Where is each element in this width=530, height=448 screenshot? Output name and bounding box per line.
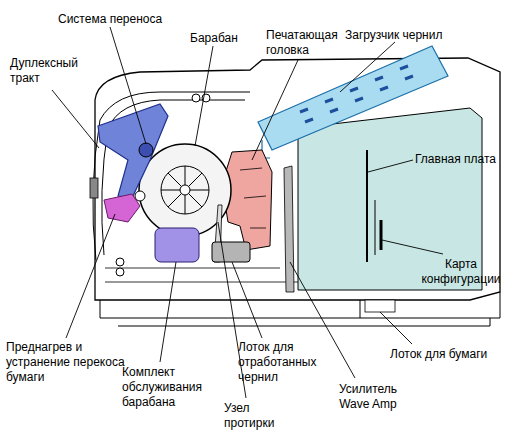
leader-line [382,240,443,254]
part-label: Узел протирки [224,401,284,431]
leader-line [195,46,213,146]
part-label: Печатающая головка [266,28,348,58]
transfer-roller [135,191,145,201]
paper-tray-outline [100,292,500,326]
leader-lines [52,27,443,398]
part-label: Дуплексный тракт [10,56,94,86]
leader-line [368,160,413,172]
leader-line [340,42,395,92]
config-card [380,220,383,250]
leader-line [252,60,298,160]
leader-line [52,90,99,148]
board-connector [366,150,368,262]
drum-spokes [161,166,209,214]
ink-loader [258,46,448,150]
wave-amp [284,166,294,292]
paper-tray-handle [365,300,395,312]
part-label: Барабан [190,31,238,46]
part-label: Комплект обслуживания барабана [122,365,212,410]
drum-maintenance-kit [155,228,199,262]
part-label: Усилитель Wave Amp [330,382,406,412]
leader-line [380,312,412,344]
waste-ink-tray [212,242,250,262]
leader-line [160,262,176,362]
leader-line [110,27,146,144]
preheater-spring [90,178,98,198]
part-label: Главная плата [415,152,496,167]
printer-body [95,58,500,300]
part-label: Лоток для отработанных чернил [238,340,330,385]
board-slot [375,200,376,255]
ink-sticks [300,66,413,122]
part-label: Карта конфигурации [413,257,509,287]
transfer-system [98,104,168,198]
part-label: Система переноса [58,12,162,27]
part-label: Преднагрев и устранение перекоса бумаги [6,340,132,385]
roller [116,268,124,276]
leader-line [232,262,262,338]
drum-hub [161,166,209,214]
printhead-detail [240,168,266,228]
roller [116,258,124,266]
preheater [104,194,140,222]
part-label: Загрузчик чернил [345,28,442,43]
transfer-pivot [139,143,153,157]
drum-axle [180,185,190,195]
part-label: Лоток для бумаги [390,347,487,362]
roller [192,94,200,102]
leader-line [66,214,115,338]
